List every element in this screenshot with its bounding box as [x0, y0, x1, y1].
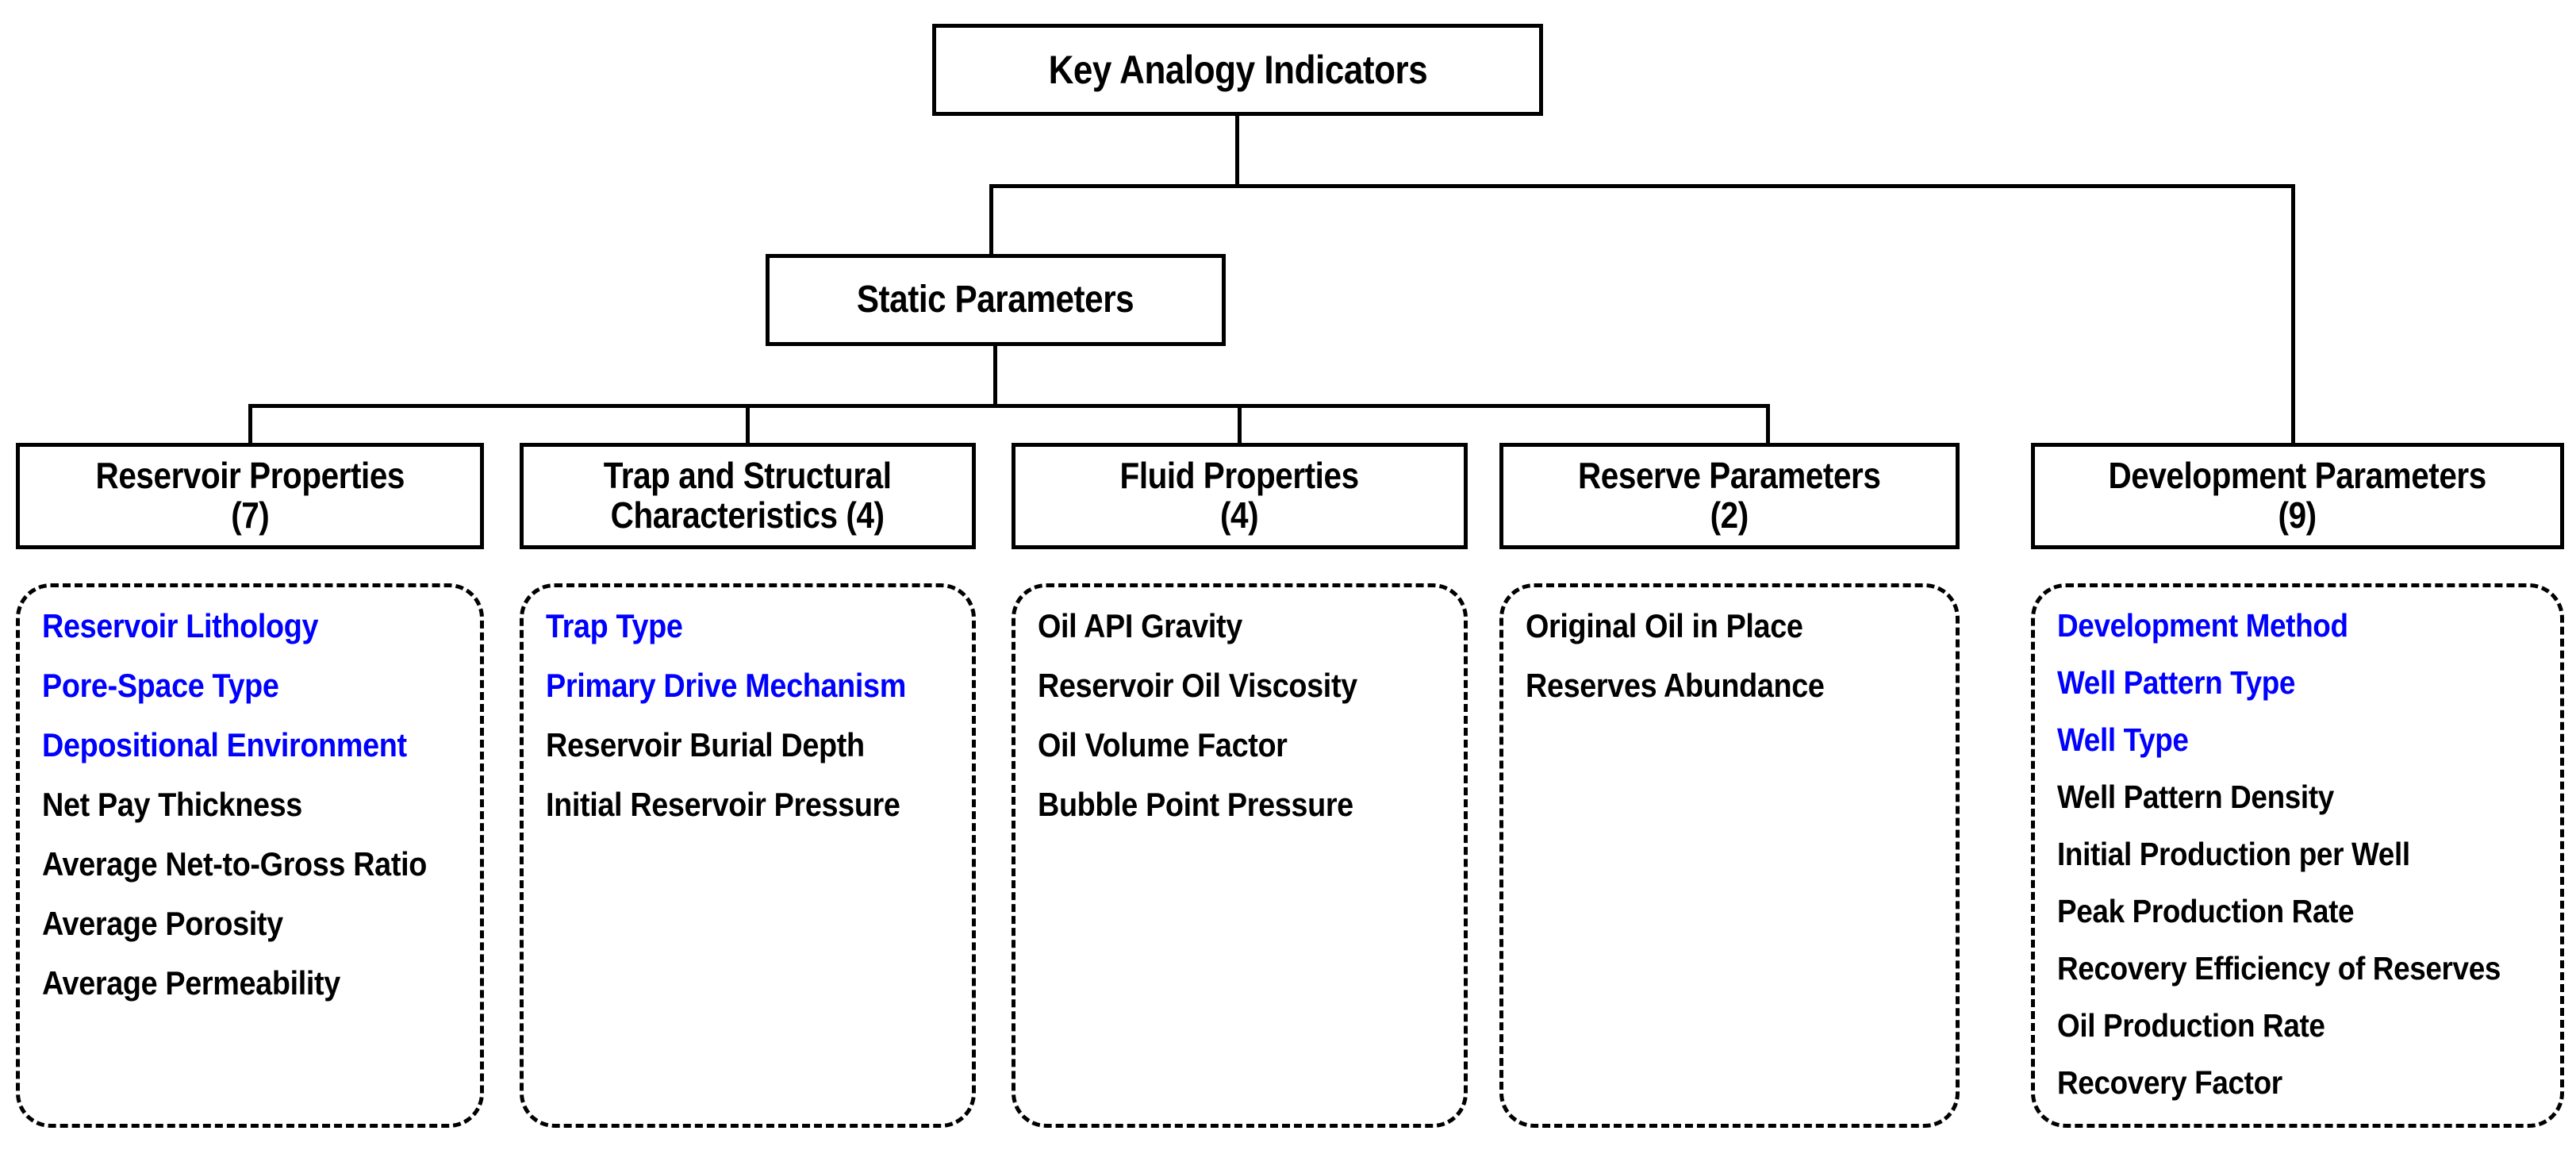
category-header-development-parameters[interactable]: Development Parameters (9) [2031, 443, 2564, 549]
connector-root-stem [1235, 116, 1239, 184]
connector-bus-to-fluid [1238, 404, 1242, 447]
list-item[interactable]: Average Net-to-Gross Ratio [42, 845, 427, 883]
static-parameters-label: Static Parameters [857, 279, 1134, 321]
list-item[interactable]: Peak Production Rate [2057, 893, 2355, 929]
connector-bus-to-reservoir [248, 404, 252, 447]
connector-bus-to-trap [746, 404, 750, 447]
category-header-reserve-parameters[interactable]: Reserve Parameters (2) [1499, 443, 1960, 549]
list-item[interactable]: Depositional Environment [42, 726, 407, 763]
category-header-label: Trap and Structural Characteristics (4) [604, 455, 892, 536]
connector-top-bus [989, 184, 2295, 188]
list-item[interactable]: Reservoir Lithology [42, 607, 319, 644]
connector-static-stem [993, 346, 997, 408]
category-header-label: Reservoir Properties (7) [95, 455, 405, 536]
category-header-reservoir-properties[interactable]: Reservoir Properties (7) [16, 443, 484, 549]
node-static-parameters[interactable]: Static Parameters [766, 254, 1226, 346]
list-item[interactable]: Reserves Abundance [1526, 667, 1825, 704]
list-item[interactable]: Average Porosity [42, 905, 283, 942]
connector-bus-to-reserve [1766, 404, 1770, 447]
list-item[interactable]: Initial Production per Well [2057, 836, 2410, 872]
root-node-key-analogy-indicators[interactable]: Key Analogy Indicators [932, 24, 1543, 116]
list-item[interactable]: Reservoir Burial Depth [546, 726, 865, 763]
list-item[interactable]: Well Pattern Type [2057, 664, 2296, 701]
category-header-fluid-properties[interactable]: Fluid Properties (4) [1012, 443, 1468, 549]
list-item[interactable]: Primary Drive Mechanism [546, 667, 906, 704]
list-item[interactable]: Reservoir Oil Viscosity [1038, 667, 1357, 704]
list-item[interactable]: Recovery Factor [2057, 1064, 2282, 1101]
list-item[interactable]: Average Permeability [42, 964, 340, 1002]
list-item[interactable]: Net Pay Thickness [42, 786, 302, 823]
list-item[interactable]: Well Type [2057, 721, 2189, 758]
list-item[interactable]: Bubble Point Pressure [1038, 786, 1353, 823]
list-item[interactable]: Oil API Gravity [1038, 607, 1242, 644]
category-header-trap-and-structural-characteristics[interactable]: Trap and Structural Characteristics (4) [520, 443, 976, 549]
list-item[interactable]: Original Oil in Place [1526, 607, 1803, 644]
list-item[interactable]: Oil Volume Factor [1038, 726, 1288, 763]
list-item[interactable]: Well Pattern Density [2057, 779, 2334, 815]
list-item[interactable]: Oil Production Rate [2057, 1007, 2325, 1044]
category-header-label: Development Parameters (9) [2108, 455, 2487, 536]
root-node-label: Key Analogy Indicators [1048, 48, 1427, 92]
connector-category-bus [248, 404, 1770, 408]
list-item[interactable]: Recovery Efficiency of Reserves [2057, 950, 2501, 987]
list-item[interactable]: Trap Type [546, 607, 683, 644]
list-item[interactable]: Development Method [2057, 607, 2348, 644]
connector-bus-to-development [2291, 184, 2295, 447]
category-header-label: Fluid Properties (4) [1119, 455, 1360, 536]
list-item[interactable]: Pore-Space Type [42, 667, 279, 704]
category-header-label: Reserve Parameters (2) [1578, 455, 1881, 536]
list-item[interactable]: Initial Reservoir Pressure [546, 786, 900, 823]
connector-bus-to-static [989, 184, 993, 254]
